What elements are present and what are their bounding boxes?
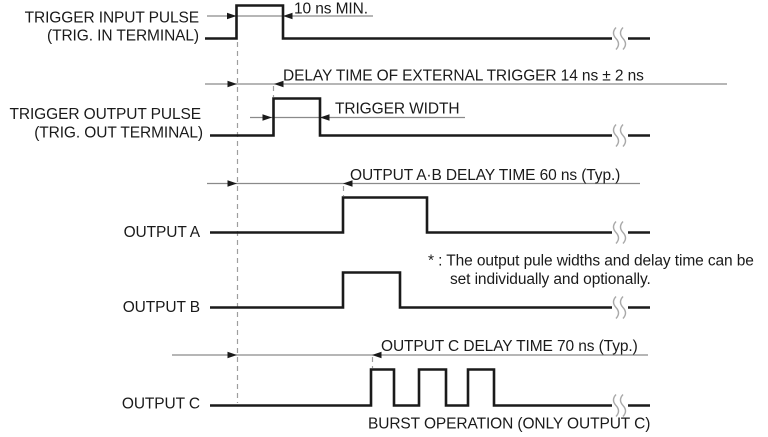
arrowhead-right-icon (227, 351, 237, 359)
line-break-icon (612, 221, 627, 244)
line-break-icon (612, 394, 627, 417)
external-trigger-delay-dimension: DELAY TIME OF EXTERNAL TRIGGER 14 ns ± 2… (205, 68, 727, 88)
arrowhead-left-icon (343, 180, 353, 187)
output-a-waveform (210, 196, 650, 234)
pulse-min-width-label: 10 ns MIN. (294, 1, 368, 18)
arrowhead-left-icon (372, 351, 382, 359)
trigger-input-label-line2: (TRIG. IN TERMINAL) (47, 28, 199, 45)
output-c-delay-dimension: OUTPUT C DELAY TIME 70 ns (Typ.) (172, 338, 648, 359)
note-line1: * : The output pule widths and delay tim… (428, 253, 754, 270)
external-trigger-delay-label: DELAY TIME OF EXTERNAL TRIGGER 14 ns ± 2… (283, 68, 644, 85)
trigger-output-waveform (210, 97, 650, 137)
line-break-icon (612, 124, 627, 147)
note-line2: set individually and optionally. (450, 271, 651, 288)
output-ab-delay-label: OUTPUT A·B DELAY TIME 60 ns (Typ.) (350, 167, 620, 184)
arrowhead-right-icon (227, 80, 237, 88)
trigger-input-waveform (205, 4, 650, 40)
arrowhead-right-icon (227, 12, 237, 20)
trigger-output-label-line2: (TRIG. OUT TERMINAL) (34, 125, 203, 142)
arrowhead-left-icon (320, 114, 330, 121)
burst-operation-label: BURST OPERATION (ONLY OUTPUT C) (368, 416, 650, 433)
line-break-icon (612, 296, 627, 319)
arrowhead-left-icon (283, 12, 293, 20)
output-c-delay-label: OUTPUT C DELAY TIME 70 ns (Typ.) (381, 338, 638, 355)
trigger-width-label: TRIGGER WIDTH (335, 101, 459, 118)
arrowhead-right-icon (227, 180, 237, 187)
trigger-width-dimension: TRIGGER WIDTH (250, 101, 465, 121)
line-break-icon (612, 27, 627, 50)
output-c-label: OUTPUT C (122, 396, 200, 413)
arrowhead-left-icon (274, 80, 284, 88)
output-ab-delay-dimension: OUTPUT A·B DELAY TIME 60 ns (Typ.) (207, 167, 640, 187)
trigger-input-label-line1: TRIGGER INPUT PULSE (25, 10, 199, 27)
pulse-min-width-dimension: 10 ns MIN. (207, 1, 373, 20)
output-a-label: OUTPUT A (124, 224, 201, 241)
arrowhead-right-icon (262, 114, 272, 121)
trigger-output-label-line1: TRIGGER OUTPUT PULSE (10, 106, 202, 123)
output-b-label: OUTPUT B (123, 299, 200, 316)
output-b-waveform (210, 271, 650, 309)
output-c-waveform (210, 368, 650, 407)
